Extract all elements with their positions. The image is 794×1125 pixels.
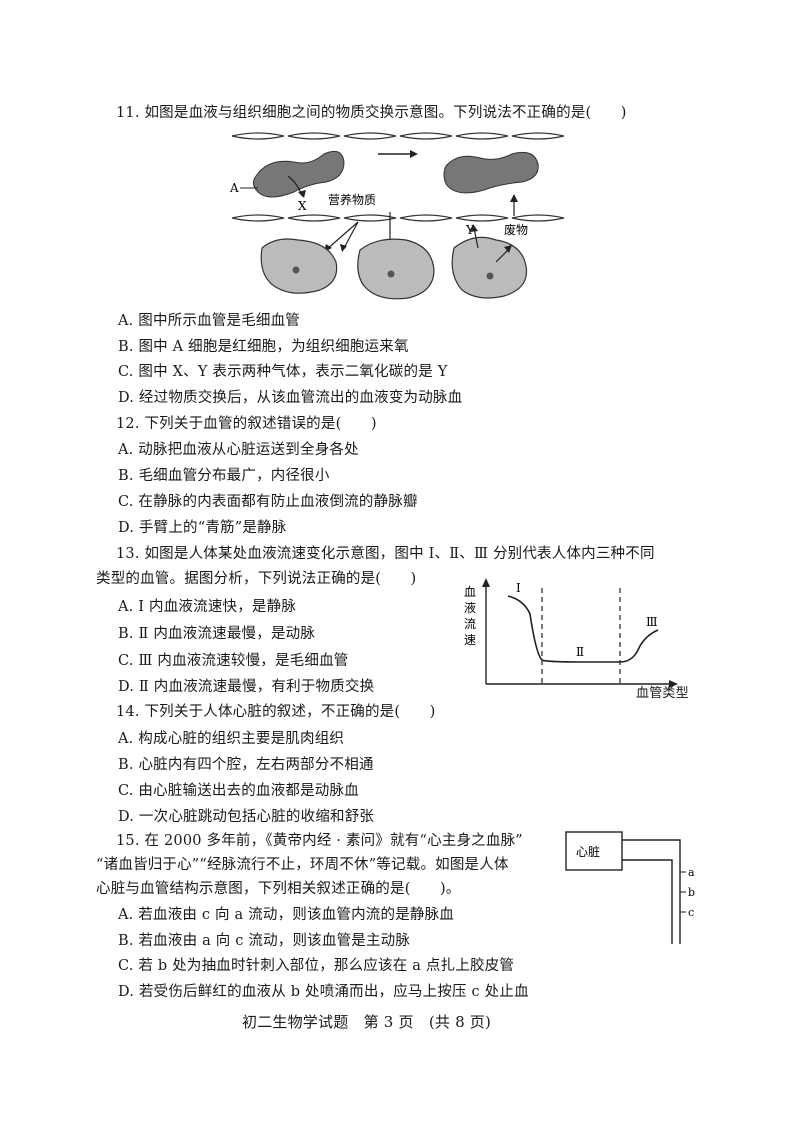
y-label-4: 速 xyxy=(464,633,476,647)
q15-stem-line2: “诸血皆归于心”“经脉流行不止，环周不休”等记载。如图是人体 xyxy=(96,857,509,873)
tissue-cell-3 xyxy=(451,236,528,299)
q12-option-c: C. 在静脉的内表面都有防止血液倒流的静脉瓣 xyxy=(118,494,418,510)
segment-label-2: Ⅱ xyxy=(576,645,584,659)
waste-from-cell-arrowhead xyxy=(504,245,512,253)
tissue-cell-3-nucleus xyxy=(486,272,494,280)
q11-option-a: A. 图中所示血管是毛细血管 xyxy=(118,313,300,329)
y-label-1: 血 xyxy=(464,585,476,599)
label-nutrients: 营养物质 xyxy=(328,192,376,207)
y-label-2: 液 xyxy=(464,600,476,615)
q13-option-b: B. Ⅱ 内血液流速最慢，是动脉 xyxy=(118,626,316,642)
label-waste: 废物 xyxy=(504,222,528,237)
vessel-outer xyxy=(622,839,681,944)
tissue-cell-2 xyxy=(357,238,435,300)
q13-blood-flow-chart: 血 液 流 速 Ⅰ Ⅱ Ⅲ xyxy=(464,578,678,688)
flow-arrowhead xyxy=(410,150,418,158)
label-a: a xyxy=(688,866,695,879)
q12-stem: 12. 下列关于血管的叙述错误的是( ) xyxy=(116,416,377,432)
q15-option-a: A. 若血液由 c 向 a 流动，则该血管内流的是静脉血 xyxy=(118,907,454,923)
tissue-cell-2-nucleus xyxy=(387,270,395,278)
q15-heart-vessel-figure: 心脏 a b c xyxy=(565,831,695,944)
y-axis-arrow xyxy=(482,578,490,587)
q14-option-b: B. 心脏内有四个腔，左右两部分不相通 xyxy=(118,757,374,773)
q13-option-c: C. Ⅲ 内血液流速较慢，是毛细血管 xyxy=(118,653,349,669)
capillary-upper-wall xyxy=(231,132,565,140)
q11-option-c: C. 图中 X、Y 表示两种气体，表示二氧化碳的是 Y xyxy=(118,364,448,380)
capillary-lower-wall xyxy=(231,214,565,222)
q12-option-d: D. 手臂上的“青筋”是静脉 xyxy=(118,520,287,536)
vessel-inner xyxy=(622,859,673,944)
q15-option-b: B. 若血液由 a 向 c 流动，则该血管是主动脉 xyxy=(118,933,411,949)
label-x: X xyxy=(298,199,307,213)
q13-option-d: D. Ⅱ 内血液流速最慢，有利于物质交换 xyxy=(118,679,375,695)
segment-label-1: Ⅰ xyxy=(516,581,521,595)
tissue-cell-1-nucleus xyxy=(292,266,300,274)
y-label-3: 流 xyxy=(464,617,476,631)
label-a: A xyxy=(229,181,239,195)
q15-stem-line3: 心脏与血管结构示意图，下列相关叙述正确的是( )。 xyxy=(96,881,461,897)
page-footer: 初二生物学试题 第 3 页 (共 8 页) xyxy=(242,1013,492,1031)
q14-stem: 14. 下列关于人体心脏的叙述，不正确的是( ) xyxy=(116,704,436,720)
q12-option-b: B. 毛细血管分布最广，内径很小 xyxy=(118,468,330,484)
label-c: c xyxy=(688,906,694,919)
nutrient-arrowhead-2 xyxy=(340,244,347,252)
y-arrowhead xyxy=(470,224,478,232)
waste-arrowhead xyxy=(510,194,518,202)
q11-stem: 11. 如图是血液与组织细胞之间的物质交换示意图。下列说法不正确的是( ) xyxy=(116,105,627,121)
q13-stem-line1: 13. 如图是人体某处血液流速变化示意图，图中 Ⅰ、Ⅱ、Ⅲ 分别代表人体内三种不… xyxy=(116,546,655,562)
q11-option-d: D. 经过物质交换后，从该血管流出的血液变为动脉血 xyxy=(118,390,463,406)
x-axis-arrow xyxy=(669,680,678,688)
q15-option-d: D. 若受伤后鲜红的血液从 b 处喷涌而出，应马上按压 c 处止血 xyxy=(118,984,529,1000)
q15-stem-line1: 15. 在 2000 多年前，《黄帝内经 · 素问》就有“心主身之血脉” xyxy=(116,833,523,849)
q13-stem-line2: 类型的血管。据图分析，下列说法正确的是( ) xyxy=(96,571,417,587)
q15-option-c: C. 若 b 处为抽血时针刺入部位，那么应该在 a 点扎上胶皮管 xyxy=(118,958,515,974)
heart-label: 心脏 xyxy=(576,844,600,859)
q13-option-a: A. Ⅰ 内血液流速快，是静脉 xyxy=(118,599,297,615)
q12-option-a: A. 动脉把血液从心脏运送到全身各处 xyxy=(118,442,359,458)
segment-label-3: Ⅲ xyxy=(646,615,658,629)
label-b: b xyxy=(688,886,695,899)
q11-capillary-exchange-figure: A X 营养物质 Y 废物 xyxy=(229,132,565,300)
label-y: Y xyxy=(465,223,475,237)
red-blood-cell-a xyxy=(252,150,345,198)
q14-option-c: C. 由心脏输送出去的血液都是动脉血 xyxy=(118,783,359,799)
heart-box xyxy=(565,831,623,871)
q13-x-axis-label: 血管类型 xyxy=(636,686,689,701)
flow-speed-curve xyxy=(507,595,659,663)
red-blood-cell-b xyxy=(443,151,539,194)
x-arrowhead xyxy=(298,190,306,198)
q11-option-b: B. 图中 A 细胞是红细胞，为组织细胞运来氧 xyxy=(118,339,409,355)
q14-option-a: A. 构成心脏的组织主要是肌肉组织 xyxy=(118,731,345,747)
q14-option-d: D. 一次心脏跳动包括心脏的收缩和舒张 xyxy=(118,809,375,825)
tissue-cell-1 xyxy=(260,238,338,294)
